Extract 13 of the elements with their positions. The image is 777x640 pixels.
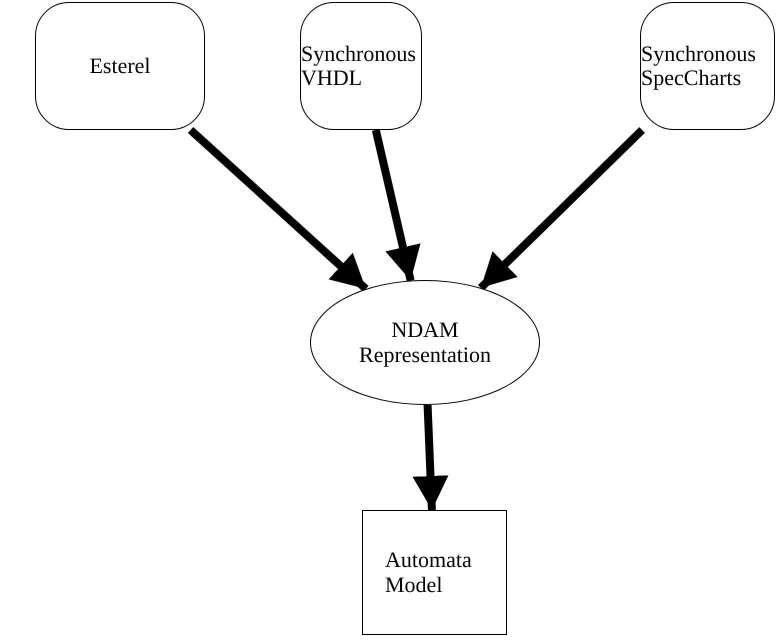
node-label: Synchronous SpecCharts <box>641 42 757 90</box>
rounded-box <box>35 2 205 130</box>
arrow <box>372 129 421 282</box>
process-box <box>362 510 507 635</box>
rounded-box <box>640 2 775 130</box>
rounded-box <box>300 2 422 130</box>
node-label: Synchronous VHDL <box>301 42 417 90</box>
arrow <box>188 127 369 292</box>
arrow <box>412 404 448 510</box>
node-label: NDAM Representation <box>358 318 492 367</box>
node-label: Esterel <box>89 54 151 78</box>
node-label: Automata Model <box>385 548 473 597</box>
arrow <box>478 127 645 291</box>
